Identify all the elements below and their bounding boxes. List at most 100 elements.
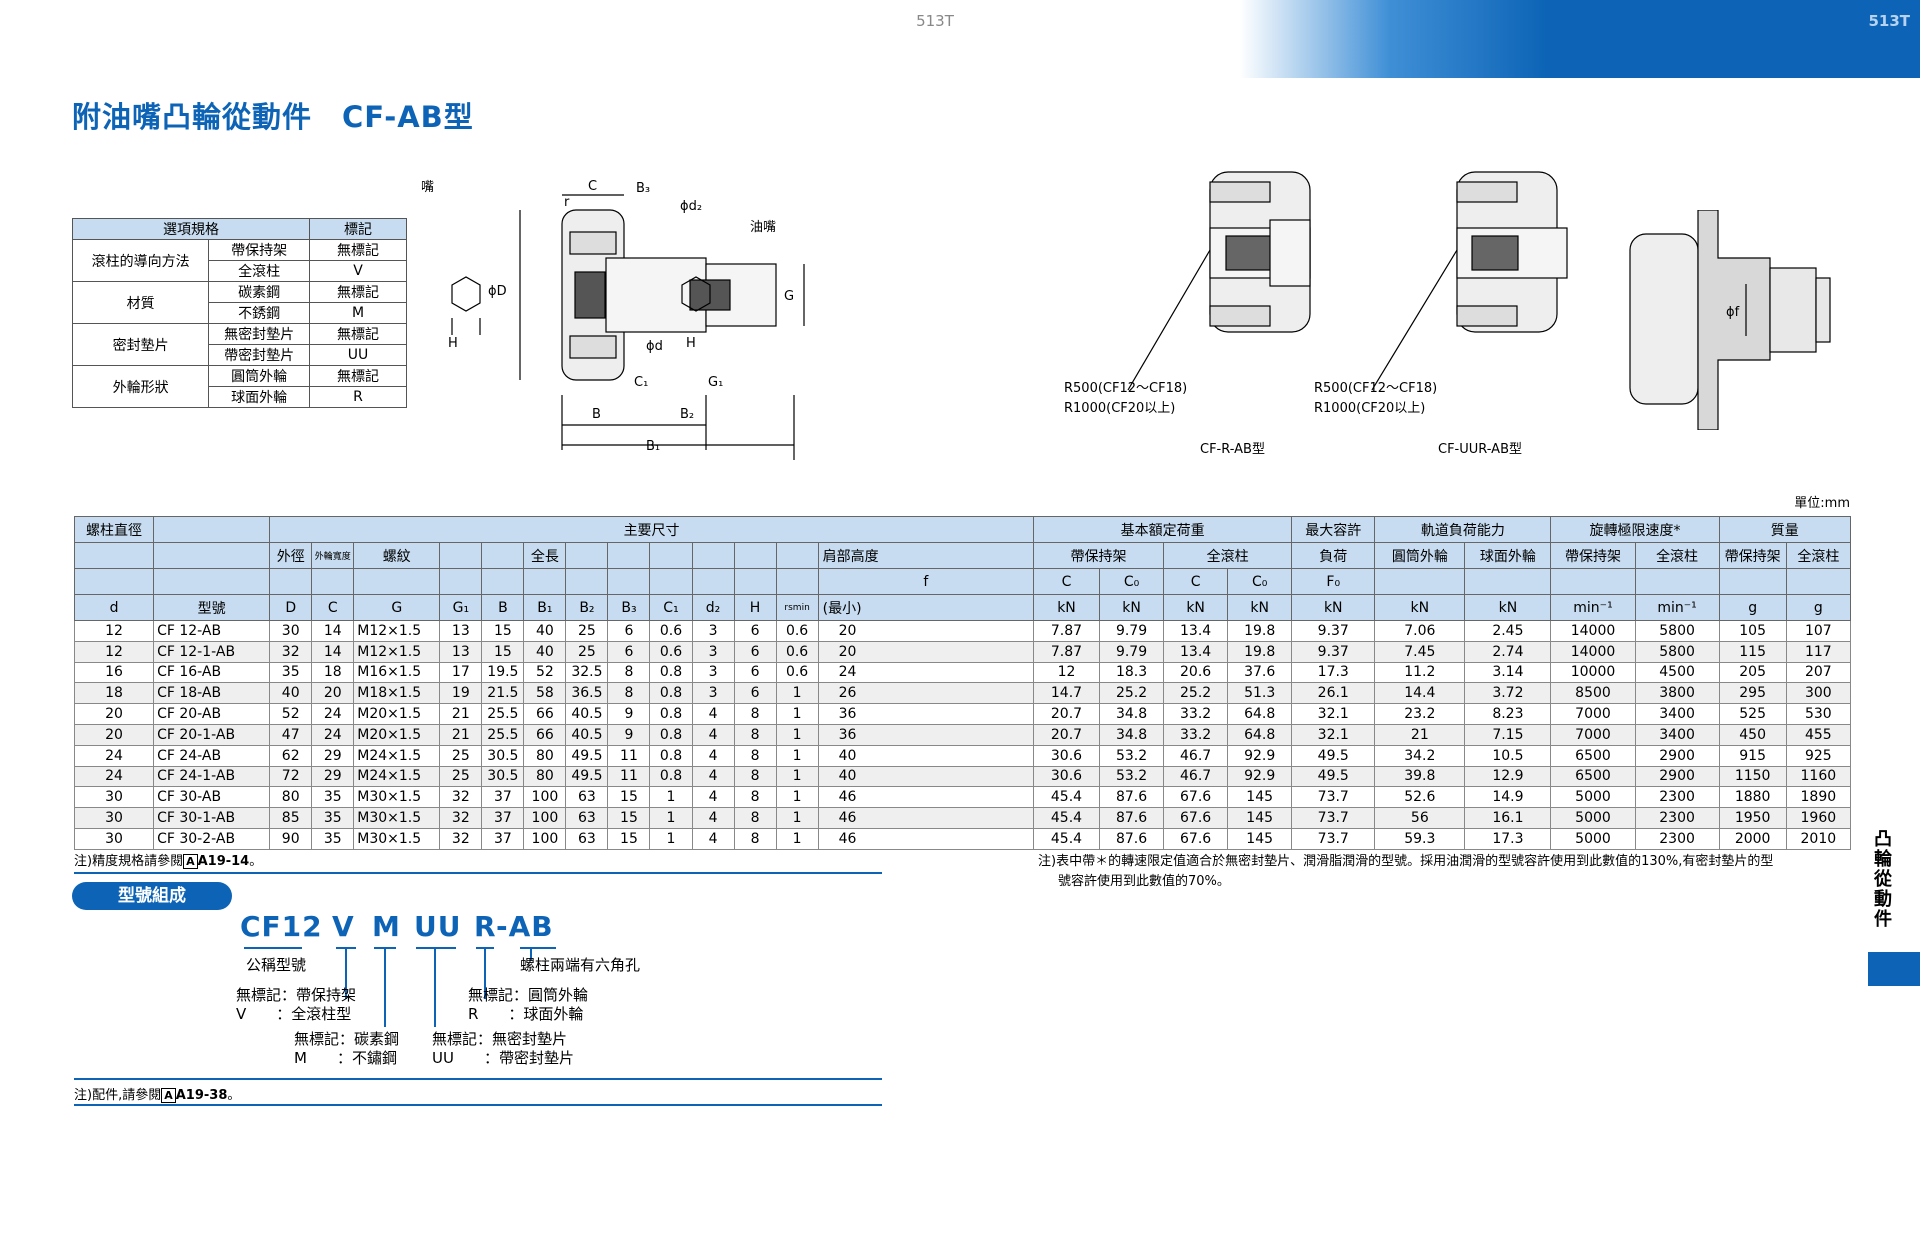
option-spec: 全滾柱 (208, 260, 310, 282)
table-cell: 18 (311, 661, 355, 684)
label-B2: B₂ (680, 407, 694, 422)
table-cell: 46 (817, 786, 1034, 809)
option-spec: 帶密封墊片 (208, 344, 310, 366)
page-number-right: 513T (1868, 12, 1910, 30)
table-cell: 10.5 (1464, 744, 1552, 767)
options-header-spec: 選項規格 (72, 218, 310, 240)
mounting-drawing: ϕf (1629, 210, 1831, 430)
table-cell: 7.15 (1464, 723, 1552, 746)
table-cell: 117 (1785, 640, 1852, 663)
table-cell: 40 (817, 744, 1034, 767)
table-cell: 21 (1374, 723, 1466, 746)
table-cell: 1 (775, 827, 819, 850)
th-unit: kN (1374, 594, 1466, 621)
th-speed: 旋轉極限速度* (1550, 516, 1720, 543)
table-cell: 20 (311, 682, 355, 705)
table-cell: 12 (1032, 661, 1101, 684)
note-parts-ref[interactable]: A19-38 (175, 1088, 228, 1103)
th-unit: g (1785, 594, 1852, 621)
code-underline (244, 947, 302, 949)
code-underline (520, 947, 556, 949)
table-cell: 30.6 (1032, 744, 1101, 767)
table-cell: 9 (607, 703, 651, 725)
note-speed-2: 號容許使用到此數值的70%。 (1058, 874, 1230, 889)
table-cell: 12 (73, 620, 155, 642)
table-cell: 3400 (1634, 723, 1720, 746)
header-band (1240, 0, 1920, 78)
table-cell: 49.5 (1291, 744, 1376, 767)
table-cell: 37 (481, 786, 525, 809)
table-cell: 37 (481, 807, 525, 829)
cf-r-ab-drawing: R500(CF12～CF18) R1000(CF20以上) CF-R-AB型 (1064, 171, 1311, 457)
table-cell: 6 (733, 682, 777, 705)
table-cell: 92.9 (1227, 744, 1293, 767)
table-cell: 33.2 (1163, 723, 1229, 746)
table-cell: 45.4 (1032, 807, 1101, 829)
table-cell: 0.8 (649, 765, 693, 788)
table-cell: 29 (311, 765, 355, 788)
side-tab[interactable] (1868, 952, 1920, 986)
table-cell: 85 (269, 807, 313, 829)
table-cell: 5000 (1550, 807, 1636, 829)
table-cell: 46.7 (1163, 765, 1229, 788)
r-type-caption: CF-R-AB型 (1200, 442, 1265, 457)
model-code-pill: 型號組成 (72, 882, 232, 910)
table-cell: 87.6 (1099, 807, 1165, 829)
table-cell: 7000 (1550, 723, 1636, 746)
table-cell: 4 (691, 703, 735, 725)
table-cell: 6 (733, 620, 777, 642)
table-cell: 1 (775, 703, 819, 725)
table-cell: 15 (607, 807, 651, 829)
table-cell: 18.3 (1099, 661, 1165, 684)
table-cell: 4 (691, 744, 735, 767)
table-cell: 925 (1785, 744, 1852, 767)
table-cell: 1890 (1785, 786, 1852, 809)
table-cell: 2.74 (1464, 640, 1552, 663)
option-mark: 無標記 (309, 239, 407, 261)
th-col-B3: B₃ (607, 594, 651, 621)
label-r: r (564, 195, 570, 210)
table-cell: 30 (73, 827, 155, 850)
table-cell: 64.8 (1227, 703, 1293, 725)
th-max-load: 最大容許 (1291, 516, 1376, 543)
table-cell: 7.87 (1032, 640, 1101, 663)
table-cell: 46.7 (1163, 744, 1229, 767)
table-cell: 2.45 (1464, 620, 1552, 642)
label-nozzle2: 油嘴 (750, 220, 776, 235)
table-cell: 30.5 (481, 765, 525, 788)
table-cell: 32.5 (565, 661, 609, 684)
table-cell: 13 (439, 640, 483, 663)
table-cell: 0.8 (649, 682, 693, 705)
th-col-H: H (733, 594, 777, 621)
table-cell: 1960 (1785, 807, 1852, 829)
code-part-ab: -AB (496, 910, 554, 943)
table-cell: 80 (269, 786, 313, 809)
table-cell: 67.6 (1163, 807, 1229, 829)
table-cell: 24 (817, 661, 1034, 684)
th-unit: kN (1227, 594, 1293, 621)
label-m-m: M ：不鏽鋼 (294, 1049, 397, 1067)
table-cell: 450 (1718, 723, 1787, 746)
th-sym-f: f (817, 568, 1034, 595)
table-cell: 2000 (1718, 827, 1787, 850)
label-d: ϕd (646, 339, 663, 354)
th-mass-cage: 帶保持架 (1718, 542, 1787, 569)
th-col-D: D (269, 594, 313, 621)
note-precision-ref[interactable]: A19-14 (197, 854, 250, 869)
table-cell: 14.9 (1464, 786, 1552, 809)
th-col-G: G (353, 594, 441, 621)
table-cell: 52 (269, 703, 313, 725)
table-cell: 4500 (1634, 661, 1720, 684)
table-cell: 4 (691, 807, 735, 829)
table-cell: 66 (523, 723, 567, 746)
table-cell: 15 (607, 786, 651, 809)
options-table: 選項規格 標記 滾柱的導向方法 帶保持架 無標記 全滾柱 V 材質 碳素鋼 無標… (71, 218, 407, 408)
th-sym-C0: C₀ (1099, 568, 1165, 595)
divider (74, 1104, 882, 1106)
table-cell: 3800 (1634, 682, 1720, 705)
